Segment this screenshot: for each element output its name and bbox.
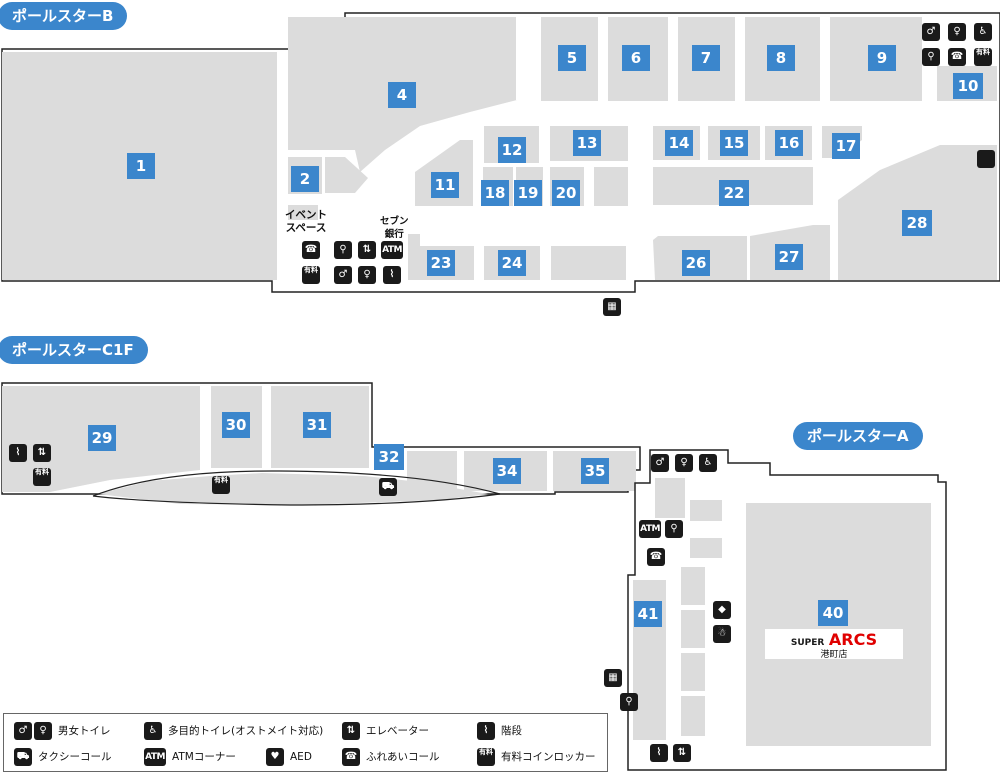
store-number-badge[interactable]: 23 (427, 250, 455, 276)
stairs-icon: ⌇ (477, 722, 495, 740)
section-label-polestar-c1f: ポールスターC1F (0, 336, 148, 364)
restroom-icon: ♂ (14, 722, 32, 740)
store-number-badge[interactable]: 19 (514, 180, 542, 206)
event-space-label: イベントスペース (285, 209, 327, 234)
map-legend: ♂♀男女トイレ ♿多目的トイレ(オストメイト対応) ⇅エレベーター ⌇階段 ⛟タ… (3, 713, 608, 772)
store-number-badge[interactable]: 14 (665, 130, 693, 156)
store-number-badge[interactable]: 8 (767, 45, 795, 71)
contact-call-icon[interactable]: ☎ (647, 548, 665, 566)
super-arcs-logo: SUPER ARCS 港町店 (765, 629, 903, 660)
coin-locker-icon[interactable]: 有料 (33, 468, 51, 486)
coin-locker-icon[interactable]: 有料 (302, 266, 320, 284)
elevator-icon: ⇅ (342, 722, 360, 740)
multipurpose-toilet-icon[interactable]: ⚲ (334, 241, 352, 259)
atm-icon[interactable]: ATM (639, 520, 661, 538)
aed-icon: ♥ (266, 748, 284, 766)
snowman-icon: ☃ (713, 625, 731, 643)
taxi-call-icon[interactable]: ⛟ (379, 478, 397, 496)
store-number-badge[interactable]: 41 (634, 601, 662, 627)
restroom-icon[interactable]: ♀ (948, 23, 966, 41)
store-number-badge[interactable]: 40 (818, 600, 848, 626)
store-number-badge[interactable]: 6 (622, 45, 650, 71)
water-drop-icon: ◆ (713, 601, 731, 619)
legend-item-coin-locker: 有料有料コインロッカー (477, 748, 596, 766)
restroom-icon[interactable]: ♀ (675, 454, 693, 472)
restroom-icon[interactable]: ♂ (922, 23, 940, 41)
building-a-stores (633, 478, 931, 746)
store-number-badge[interactable]: 18 (481, 180, 509, 206)
section-label-polestar-a: ポールスターA (793, 422, 923, 450)
store-number-badge[interactable]: 32 (374, 444, 404, 470)
multipurpose-toilet-icon[interactable]: ♿ (974, 23, 992, 41)
elevator-icon[interactable]: ⇅ (358, 241, 376, 259)
store-number-badge[interactable]: 1 (127, 153, 155, 179)
stairs-icon[interactable]: ⌇ (383, 266, 401, 284)
legend-item-elevator: ⇅エレベーター (342, 722, 429, 740)
corridor (516, 17, 541, 100)
coin-locker-icon[interactable]: ▦ (604, 669, 622, 687)
store-number-badge[interactable]: 29 (88, 425, 116, 451)
restroom-icon[interactable]: ♂ (334, 266, 352, 284)
contact-call-icon[interactable]: ☎ (948, 48, 966, 66)
walkway (420, 232, 632, 246)
atm-icon[interactable]: ATM (381, 241, 403, 259)
store-number-badge[interactable]: 11 (431, 172, 459, 198)
store-number-badge[interactable]: 15 (720, 130, 748, 156)
elevator-icon[interactable]: ⇅ (673, 744, 691, 762)
store-number-badge[interactable]: 20 (552, 180, 580, 206)
legend-item-aed: ♥AED (266, 748, 312, 766)
store-number-badge[interactable]: 10 (953, 73, 983, 99)
contact-call-icon: ☎ (342, 748, 360, 766)
store-number-badge[interactable]: 30 (222, 412, 250, 438)
restroom-icon[interactable]: ♀ (358, 266, 376, 284)
store-number-badge[interactable]: 22 (719, 180, 749, 206)
store-number-badge[interactable]: 4 (388, 82, 416, 108)
store-number-badge[interactable]: 27 (775, 244, 803, 270)
store-number-badge[interactable]: 31 (303, 412, 331, 438)
legend-item-contact-call: ☎ふれあいコール (342, 748, 440, 766)
store-number-badge[interactable]: 13 (573, 130, 601, 156)
coin-locker-icon[interactable]: ▦ (603, 298, 621, 316)
legend-item-stairs: ⌇階段 (477, 722, 522, 740)
elevator-icon[interactable]: ⇅ (33, 444, 51, 462)
coin-locker-icon: 有料 (477, 748, 495, 766)
store-number-badge[interactable]: 5 (558, 45, 586, 71)
stairs-icon[interactable]: ⌇ (650, 744, 668, 762)
contact-call-icon[interactable]: ☎ (302, 241, 320, 259)
store-number-badge[interactable]: 12 (498, 137, 526, 163)
atm-icon: ATM (144, 748, 166, 766)
store-number-badge[interactable]: 17 (832, 133, 860, 159)
stairs-icon[interactable]: ⌇ (9, 444, 27, 462)
multipurpose-toilet-icon[interactable]: ♿ (699, 454, 717, 472)
legend-item-taxi-call: ⛟タクシーコール (14, 748, 112, 766)
store-number-badge[interactable]: 24 (498, 250, 526, 276)
store-number-badge[interactable]: 16 (775, 130, 803, 156)
seven-bank-label: セブン銀行 (380, 216, 409, 240)
store-number-badge[interactable]: 34 (493, 458, 521, 484)
multipurpose-toilet-icon[interactable]: ⚲ (922, 48, 940, 66)
store-number-badge[interactable]: 2 (291, 166, 319, 192)
coin-locker-icon[interactable]: 有料 (974, 48, 992, 66)
section-label-polestar-b: ポールスターB (0, 2, 128, 30)
store-number-badge[interactable]: 26 (682, 250, 710, 276)
store-number-badge[interactable]: 9 (868, 45, 896, 71)
coin-locker-icon[interactable]: 有料 (212, 476, 230, 494)
multipurpose-toilet-icon[interactable]: ⚲ (620, 693, 638, 711)
restroom-icon[interactable]: ♂ (651, 454, 669, 472)
restroom-icon: ♀ (34, 722, 52, 740)
multipurpose-toilet-icon: ♿ (144, 722, 162, 740)
store-number-badge[interactable]: 28 (902, 210, 932, 236)
taxi-call-icon: ⛟ (14, 748, 32, 766)
legend-item-multipurpose-toilet: ♿多目的トイレ(オストメイト対応) (144, 722, 323, 740)
multipurpose-toilet-icon[interactable]: ⚲ (665, 520, 683, 538)
store-number-badge[interactable]: 35 (581, 458, 609, 484)
store-number-badge[interactable]: 7 (692, 45, 720, 71)
legend-item-restroom: ♂♀男女トイレ (14, 722, 111, 740)
